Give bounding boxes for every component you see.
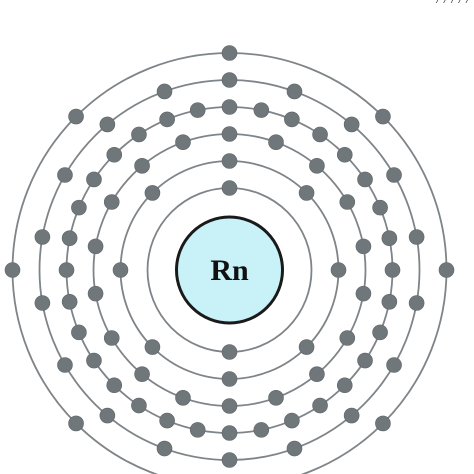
electron-shell-6-1 bbox=[221, 45, 238, 61]
electron-shell-2-2 bbox=[298, 185, 315, 201]
electron-shell-4-14 bbox=[312, 397, 328, 414]
electron-shell-2-4 bbox=[298, 339, 315, 355]
electron-shell-6-2 bbox=[375, 108, 391, 125]
electron-shell-4-13 bbox=[336, 377, 353, 394]
element-symbol: Rn bbox=[210, 254, 249, 287]
electron-shell-3-9 bbox=[268, 389, 284, 406]
electron-shell-4-18 bbox=[189, 422, 206, 438]
electron-shell-5-4 bbox=[386, 167, 402, 183]
electron-shell-5-12 bbox=[99, 407, 116, 424]
electron-shell-3-8 bbox=[309, 366, 325, 382]
electron-shell-3-1 bbox=[221, 126, 238, 142]
electron-shell-4-28 bbox=[86, 171, 102, 188]
electron-shell-4-29 bbox=[106, 146, 123, 163]
electron-shell-3-6 bbox=[355, 285, 372, 302]
electron-shell-6-4 bbox=[375, 415, 391, 432]
electron-shell-4-30 bbox=[131, 126, 147, 143]
electron-shell-4-6 bbox=[357, 171, 373, 188]
electron-shell-4-9 bbox=[384, 262, 401, 278]
electron-shell-4-17 bbox=[221, 425, 238, 441]
electron-shell-5-6 bbox=[408, 295, 425, 311]
electron-shell-6-3 bbox=[438, 262, 455, 278]
electron-shell-3-11 bbox=[175, 389, 191, 406]
electrons bbox=[4, 45, 455, 468]
electron-shell-5-16 bbox=[57, 167, 73, 183]
electron-shell-4-23 bbox=[71, 324, 87, 341]
electron-shell-4-1 bbox=[221, 99, 238, 115]
electron-shell-5-3 bbox=[343, 116, 360, 133]
electron-shell-5-11 bbox=[156, 440, 173, 457]
electron-shell-2-7 bbox=[112, 262, 129, 278]
electron-shell-3-5 bbox=[355, 238, 372, 255]
electron-shell-3-7 bbox=[339, 330, 356, 346]
electron-shell-4-16 bbox=[253, 422, 270, 438]
electron-shell-4-21 bbox=[106, 377, 123, 394]
electron-shell-5-15 bbox=[34, 229, 51, 245]
electron-shell-6-6 bbox=[68, 415, 84, 432]
electron-shell-4-27 bbox=[71, 199, 87, 216]
cropped-top-text: / / / / / bbox=[437, 0, 470, 8]
electron-shell-4-22 bbox=[86, 352, 102, 369]
electron-shell-3-15 bbox=[87, 238, 104, 255]
electron-shell-3-14 bbox=[87, 285, 104, 302]
electron-shell-3-18 bbox=[175, 134, 191, 150]
electron-shell-3-12 bbox=[134, 366, 150, 382]
electron-shell-4-10 bbox=[381, 293, 398, 310]
electron-shell-4-19 bbox=[159, 412, 175, 429]
electron-shell-5-10 bbox=[221, 452, 238, 468]
electron-shell-4-8 bbox=[381, 230, 398, 246]
electron-shell-2-1 bbox=[221, 153, 238, 169]
electron-shell-4-4 bbox=[312, 126, 328, 143]
electron-shell-4-15 bbox=[284, 412, 300, 429]
electron-shell-4-26 bbox=[61, 230, 78, 246]
electron-shell-1-1 bbox=[221, 180, 238, 196]
electron-shell-4-24 bbox=[61, 293, 78, 310]
electron-shell-5-5 bbox=[408, 229, 425, 245]
electron-shell-4-32 bbox=[189, 102, 206, 118]
electron-shell-5-7 bbox=[386, 357, 402, 373]
electron-shell-3-17 bbox=[134, 158, 150, 174]
electron-shell-4-12 bbox=[357, 352, 373, 369]
electron-shell-2-6 bbox=[144, 339, 161, 355]
electron-shell-4-3 bbox=[284, 111, 300, 128]
electron-shell-6-7 bbox=[4, 262, 21, 278]
electron-shell-5-17 bbox=[99, 116, 116, 133]
electron-shell-5-2 bbox=[286, 83, 303, 100]
nucleus bbox=[175, 215, 284, 325]
electron-shell-3-3 bbox=[309, 158, 325, 174]
electron-shell-2-3 bbox=[330, 262, 347, 278]
electron-shell-2-8 bbox=[144, 185, 161, 201]
electron-shell-3-10 bbox=[221, 398, 238, 414]
electron-shell-1-2 bbox=[221, 344, 238, 360]
electron-shell-5-14 bbox=[34, 295, 51, 311]
electron-shell-5-8 bbox=[343, 407, 360, 424]
electron-shell-3-16 bbox=[103, 194, 120, 210]
electron-shell-4-31 bbox=[159, 111, 175, 128]
electron-shell-4-11 bbox=[372, 324, 388, 341]
electron-shell-3-2 bbox=[268, 134, 284, 150]
electron-shell-5-1 bbox=[221, 72, 238, 88]
electron-shell-4-5 bbox=[336, 146, 353, 163]
electron-shell-5-13 bbox=[57, 357, 73, 373]
electron-shell-5-18 bbox=[156, 83, 173, 100]
electron-shell-2-5 bbox=[221, 371, 238, 387]
electron-shell-5-9 bbox=[286, 440, 303, 457]
electron-shell-4-20 bbox=[131, 397, 147, 414]
electron-shell-3-13 bbox=[103, 330, 120, 346]
electron-shell-4-25 bbox=[58, 262, 75, 278]
electron-shell-6-8 bbox=[68, 108, 84, 125]
electron-shell-3-4 bbox=[339, 194, 356, 210]
electron-shell-4-7 bbox=[372, 199, 388, 216]
electron-shell-4-2 bbox=[253, 102, 270, 118]
